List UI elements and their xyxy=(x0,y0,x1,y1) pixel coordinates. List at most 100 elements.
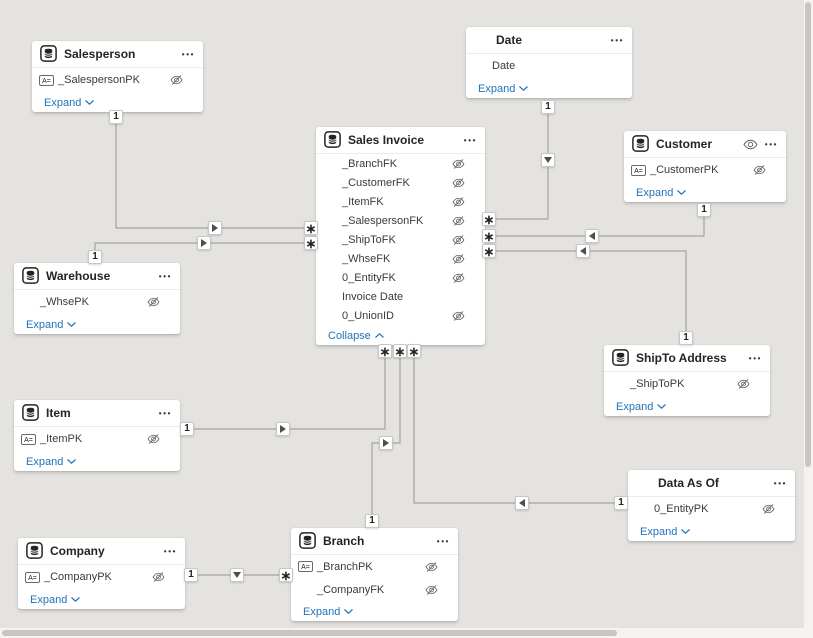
hidden-field-indicator[interactable] xyxy=(753,164,766,177)
hidden-field-indicator[interactable] xyxy=(452,271,465,284)
expand-link[interactable]: Expand xyxy=(616,401,667,413)
table-header[interactable]: Date••• xyxy=(466,27,632,54)
cardinality-one-marker[interactable]: 1 xyxy=(365,514,379,528)
table-header[interactable]: ShipTo Address••• xyxy=(604,345,770,372)
table-card-salesperson[interactable]: Salesperson•••A=_SalespersonPK Expand xyxy=(32,41,203,112)
relationship-line-dataasof-salesinvoice[interactable] xyxy=(413,345,628,504)
collapse-link[interactable]: Collapse xyxy=(328,330,384,342)
expand-link[interactable]: Expand xyxy=(636,187,687,199)
more-options-button[interactable]: ••• xyxy=(163,546,177,556)
field-row-_whsepk[interactable]: _WhsePK xyxy=(14,290,180,314)
hidden-field-indicator[interactable] xyxy=(452,195,465,208)
hidden-field-indicator[interactable] xyxy=(452,214,465,227)
cardinality-many-marker[interactable]: ∗ xyxy=(482,212,496,226)
table-header[interactable]: Warehouse••• xyxy=(14,263,180,290)
hidden-field-indicator[interactable] xyxy=(452,233,465,246)
cardinality-many-marker[interactable]: ∗ xyxy=(482,229,496,243)
filter-direction-arrow[interactable] xyxy=(541,153,555,167)
hidden-field-indicator[interactable] xyxy=(762,503,775,516)
field-row-_whsefk[interactable]: _WhseFK xyxy=(316,249,485,268)
filter-direction-arrow[interactable] xyxy=(197,236,211,250)
filter-direction-arrow[interactable] xyxy=(230,568,244,582)
filter-direction-arrow[interactable] xyxy=(276,422,290,436)
expand-link[interactable]: Expand xyxy=(26,456,77,468)
table-card-shipto-address[interactable]: ShipTo Address•••_ShipToPK Expand xyxy=(604,345,770,416)
field-row-_shiptofk[interactable]: _ShipToFK xyxy=(316,230,485,249)
cardinality-one-marker[interactable]: 1 xyxy=(180,422,194,436)
cardinality-one-marker[interactable]: 1 xyxy=(679,331,693,345)
field-row-_salespersonfk[interactable]: _SalespersonFK xyxy=(316,211,485,230)
horizontal-scrollbar-thumb[interactable] xyxy=(2,630,617,636)
cardinality-many-marker[interactable]: ∗ xyxy=(304,221,318,235)
hidden-field-indicator[interactable] xyxy=(452,252,465,265)
more-options-button[interactable]: ••• xyxy=(463,135,477,145)
table-card-sales-invoice[interactable]: Sales Invoice•••_BranchFK_CustomerFK_Ite… xyxy=(316,127,485,345)
cardinality-many-marker[interactable]: ∗ xyxy=(482,244,496,258)
more-options-button[interactable]: ••• xyxy=(158,271,172,281)
cardinality-many-marker[interactable]: ∗ xyxy=(304,236,318,250)
field-row-0_entitypk[interactable]: 0_EntityPK xyxy=(628,497,795,521)
field-row-_companyfk[interactable]: _CompanyFK xyxy=(291,578,458,601)
relationship-line-date-salesinvoice[interactable] xyxy=(485,100,549,220)
more-options-button[interactable]: ••• xyxy=(436,536,450,546)
filter-direction-arrow[interactable] xyxy=(576,244,590,258)
field-row-_customerfk[interactable]: _CustomerFK xyxy=(316,173,485,192)
field-row-_shiptopk[interactable]: _ShipToPK xyxy=(604,372,770,396)
field-row-_branchpk[interactable]: A=_BranchPK xyxy=(291,555,458,578)
table-card-branch[interactable]: Branch•••A=_BranchPK_CompanyFK Expand xyxy=(291,528,458,621)
field-row-_itempk[interactable]: A=_ItemPK xyxy=(14,427,180,451)
hidden-field-indicator[interactable] xyxy=(425,560,438,573)
vertical-scrollbar[interactable] xyxy=(804,0,813,638)
table-card-warehouse[interactable]: Warehouse•••_WhsePK Expand xyxy=(14,263,180,334)
expand-link[interactable]: Expand xyxy=(640,526,691,538)
field-row-date[interactable]: Date xyxy=(466,54,632,78)
field-row-_customerpk[interactable]: A=_CustomerPK xyxy=(624,158,786,182)
more-options-button[interactable]: ••• xyxy=(158,408,172,418)
table-header[interactable]: Data As Of••• xyxy=(628,470,795,497)
vertical-scrollbar-thumb[interactable] xyxy=(805,2,811,467)
table-card-data-as-of[interactable]: Data As Of•••0_EntityPK Expand xyxy=(628,470,795,541)
hidden-field-indicator[interactable] xyxy=(452,309,465,322)
hidden-field-indicator[interactable] xyxy=(170,74,183,87)
more-options-button[interactable]: ••• xyxy=(748,353,762,363)
more-options-button[interactable]: ••• xyxy=(610,35,624,45)
filter-direction-arrow[interactable] xyxy=(585,229,599,243)
visibility-toggle[interactable] xyxy=(743,138,758,151)
more-options-button[interactable]: ••• xyxy=(764,139,778,149)
cardinality-one-marker[interactable]: 1 xyxy=(109,110,123,124)
cardinality-one-marker[interactable]: 1 xyxy=(697,203,711,217)
table-header[interactable]: Company••• xyxy=(18,538,185,565)
cardinality-one-marker[interactable]: 1 xyxy=(541,100,555,114)
expand-link[interactable]: Expand xyxy=(303,606,354,618)
cardinality-many-marker[interactable]: ∗ xyxy=(279,568,293,582)
more-options-button[interactable]: ••• xyxy=(773,478,787,488)
field-row-_salespersonpk[interactable]: A=_SalespersonPK xyxy=(32,68,203,92)
field-row-_companypk[interactable]: A=_CompanyPK xyxy=(18,565,185,589)
relationship-line-shipto-salesinvoice[interactable] xyxy=(485,250,687,345)
field-row-invoice date[interactable]: Invoice Date xyxy=(316,287,485,306)
filter-direction-arrow[interactable] xyxy=(208,221,222,235)
cardinality-one-marker[interactable]: 1 xyxy=(88,250,102,264)
expand-link[interactable]: Expand xyxy=(26,319,77,331)
hidden-field-indicator[interactable] xyxy=(452,176,465,189)
expand-link[interactable]: Expand xyxy=(44,97,95,109)
hidden-field-indicator[interactable] xyxy=(152,571,165,584)
cardinality-many-marker[interactable]: ∗ xyxy=(378,344,392,358)
field-row-0_unionid[interactable]: 0_UnionID xyxy=(316,306,485,325)
table-header[interactable]: Sales Invoice••• xyxy=(316,127,485,154)
cardinality-one-marker[interactable]: 1 xyxy=(614,496,628,510)
table-header[interactable]: Salesperson••• xyxy=(32,41,203,68)
table-header[interactable]: Branch••• xyxy=(291,528,458,555)
table-card-company[interactable]: Company•••A=_CompanyPK Expand xyxy=(18,538,185,609)
hidden-field-indicator[interactable] xyxy=(425,583,438,596)
cardinality-many-marker[interactable]: ∗ xyxy=(407,344,421,358)
cardinality-one-marker[interactable]: 1 xyxy=(184,568,198,582)
expand-link[interactable]: Expand xyxy=(30,594,81,606)
field-row-0_entityfk[interactable]: 0_EntityFK xyxy=(316,268,485,287)
horizontal-scrollbar[interactable] xyxy=(0,628,804,638)
filter-direction-arrow[interactable] xyxy=(515,496,529,510)
